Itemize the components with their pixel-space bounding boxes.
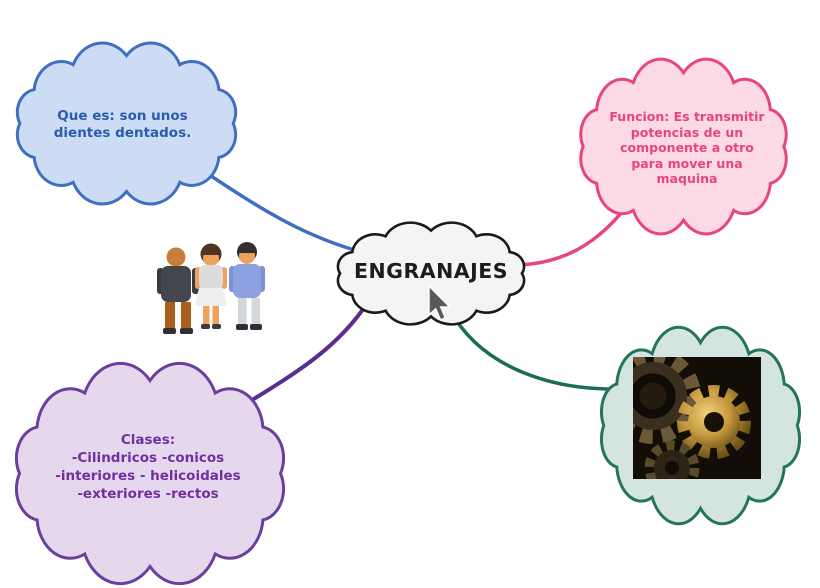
mouse-cursor-icon [428, 284, 452, 321]
cloud-classes[interactable] [16, 363, 283, 583]
connector-definition [194, 164, 374, 257]
connector-image [448, 308, 642, 391]
cloud-function[interactable] [581, 59, 786, 234]
gear-small-icon [644, 440, 700, 479]
person-blue-icon [229, 242, 265, 330]
cloud-definition[interactable] [17, 43, 235, 204]
person-suit-icon [157, 247, 199, 334]
connector-classes [230, 300, 370, 414]
person-woman-icon [195, 243, 227, 329]
gear-gold-icon [677, 385, 751, 459]
gears-photo [633, 357, 761, 479]
people-group-icon [157, 242, 265, 334]
